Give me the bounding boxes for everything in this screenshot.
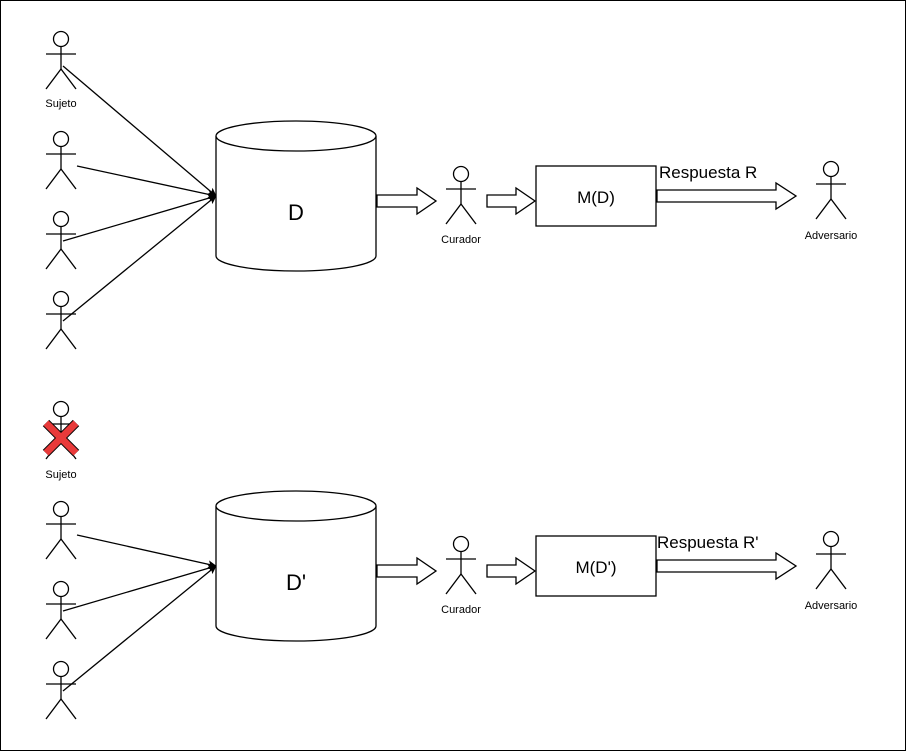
response-label: Respuesta R' — [657, 533, 759, 552]
mechanism-box — [535, 165, 657, 227]
flow-arrow — [376, 556, 438, 586]
adversary-actor — [815, 160, 847, 220]
flow-arrow — [486, 186, 537, 216]
subject-label: Sujeto — [45, 469, 76, 481]
adversary-label: Adversario — [805, 230, 858, 242]
flow-arrow — [376, 186, 438, 216]
subject-connector — [62, 565, 217, 692]
subject-connector — [76, 534, 217, 569]
subject-connector — [62, 65, 217, 197]
curator-actor — [445, 165, 477, 225]
subject-actor-2 — [45, 500, 77, 560]
subject-connector — [76, 165, 217, 199]
database-label: D' — [286, 570, 306, 595]
flow-arrow — [486, 556, 537, 586]
removed-mark-icon — [42, 419, 80, 457]
database-cylinder — [215, 120, 377, 272]
mechanism-box — [535, 535, 657, 597]
subject-label: Sujeto — [45, 98, 76, 110]
subject-actor-2 — [45, 130, 77, 190]
response-arrow — [656, 181, 798, 211]
subject-actor-3 — [45, 580, 77, 640]
subject-connector — [62, 194, 217, 242]
response-label: Respuesta R — [659, 163, 757, 182]
response-arrow — [656, 551, 798, 581]
top-scenario: Sujeto D Curador M(D) Respuesta R Advers… — [45, 30, 858, 350]
mechanism-label: M(D) — [577, 188, 615, 207]
mechanism-label: M(D') — [575, 558, 616, 577]
subject-connector — [62, 195, 217, 322]
adversary-label: Adversario — [805, 600, 858, 612]
curator-label: Curador — [441, 604, 481, 616]
curator-label: Curador — [441, 234, 481, 246]
subject-actor-1 — [45, 30, 77, 90]
adversary-actor — [815, 530, 847, 590]
subject-actor-4 — [45, 660, 77, 720]
database-cylinder — [215, 490, 377, 642]
subject-actor-4 — [45, 290, 77, 350]
subject-actor-3 — [45, 210, 77, 270]
bottom-scenario: Sujeto D' Curador M(D') Respuesta R' Adv… — [42, 400, 858, 720]
subject-connector — [62, 564, 217, 612]
curator-actor — [445, 535, 477, 595]
database-label: D — [288, 200, 304, 225]
